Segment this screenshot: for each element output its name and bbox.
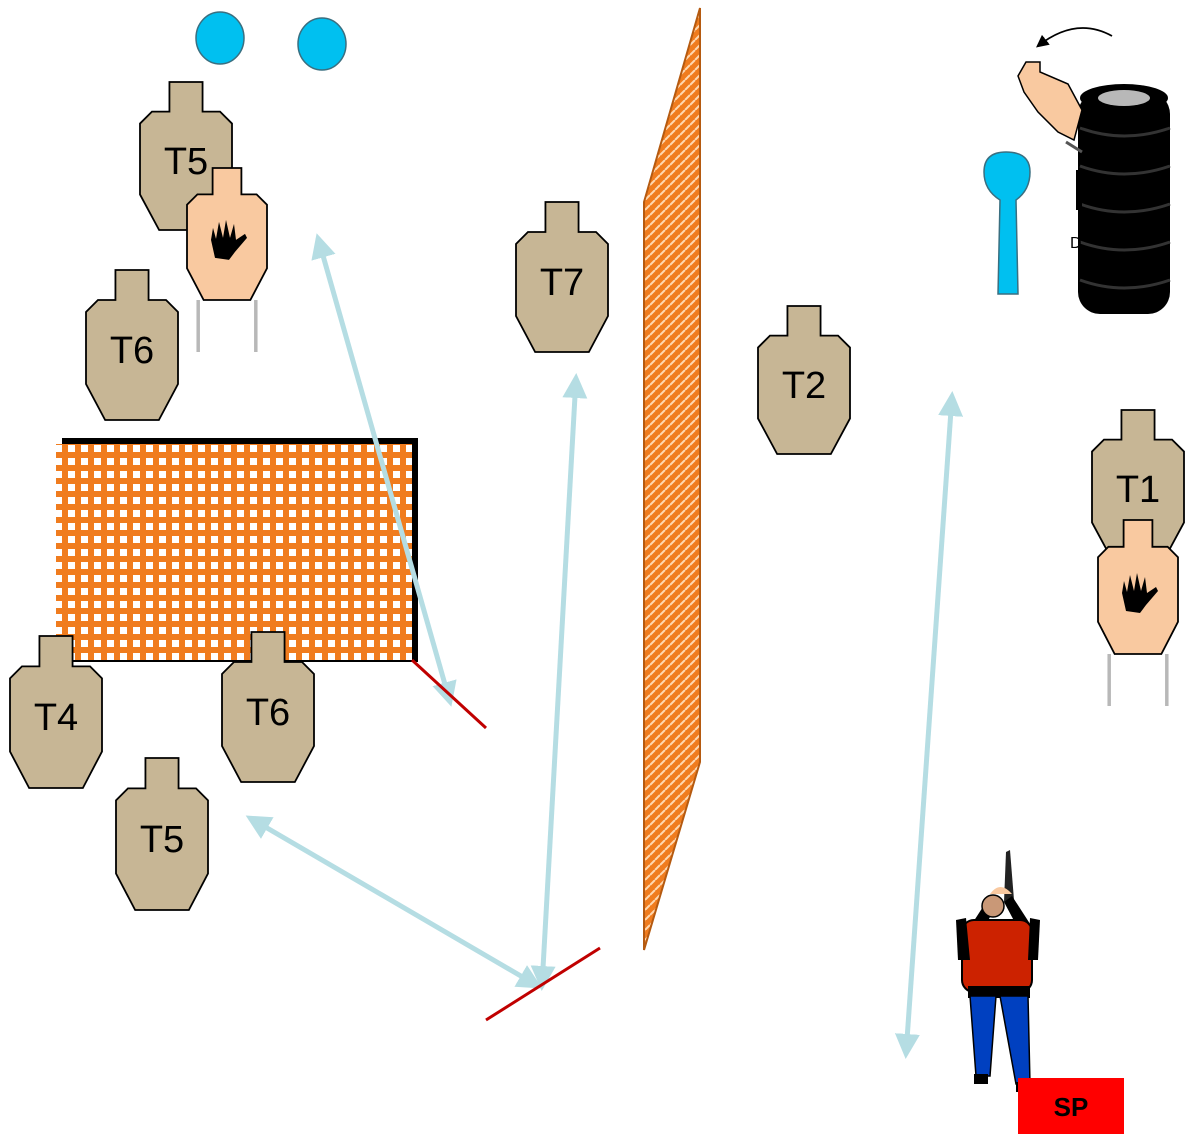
grid-wall	[56, 444, 412, 660]
tire-stack: D	[1070, 84, 1171, 314]
hand-icon	[1122, 573, 1158, 614]
target-label: T5	[140, 819, 184, 861]
target-t5-bottom: T5	[115, 757, 209, 911]
target-label: T6	[110, 330, 154, 372]
arrow-2	[530, 373, 588, 991]
no-shoot-upper-left	[186, 167, 268, 352]
arrow-3	[245, 815, 543, 989]
target-silhouette	[9, 635, 103, 789]
drum-label: D	[1070, 235, 1082, 252]
target-silhouette	[757, 305, 851, 455]
target-label: T5	[164, 141, 208, 183]
target-label: T2	[782, 365, 826, 407]
center-wall	[643, 7, 701, 951]
target-t5-top: T5	[139, 81, 233, 231]
arrow-1	[311, 233, 457, 707]
arrow-4	[894, 391, 964, 1059]
swinger-icon	[1017, 27, 1113, 154]
start-position: SP	[1018, 1078, 1124, 1134]
target-label: T7	[540, 262, 584, 304]
target-t6-bottom: T6	[221, 631, 315, 783]
fault-line-2	[485, 946, 601, 1022]
target-silhouette	[85, 269, 179, 421]
shooter-icon	[956, 850, 1040, 1092]
target-label: T1	[1116, 469, 1160, 511]
start-label: SP	[1054, 1092, 1089, 1122]
target-t7: T7	[515, 201, 609, 353]
target-label: T4	[34, 697, 78, 739]
target-silhouette	[221, 631, 315, 783]
target-t6-left: T6	[85, 269, 179, 421]
target-label: T6	[246, 692, 290, 734]
target-silhouette	[115, 757, 209, 911]
fault-line-1	[410, 658, 488, 730]
no-shoot-right	[1097, 519, 1179, 706]
popper-icon	[983, 151, 1031, 295]
target-t4: T4	[9, 635, 103, 789]
popper-plate-1	[195, 11, 245, 65]
target-silhouette	[515, 201, 609, 353]
movement-arrows	[245, 233, 964, 1059]
hand-icon	[211, 219, 247, 260]
popper-plate-2	[297, 17, 347, 71]
target-t2: T2	[757, 305, 851, 455]
